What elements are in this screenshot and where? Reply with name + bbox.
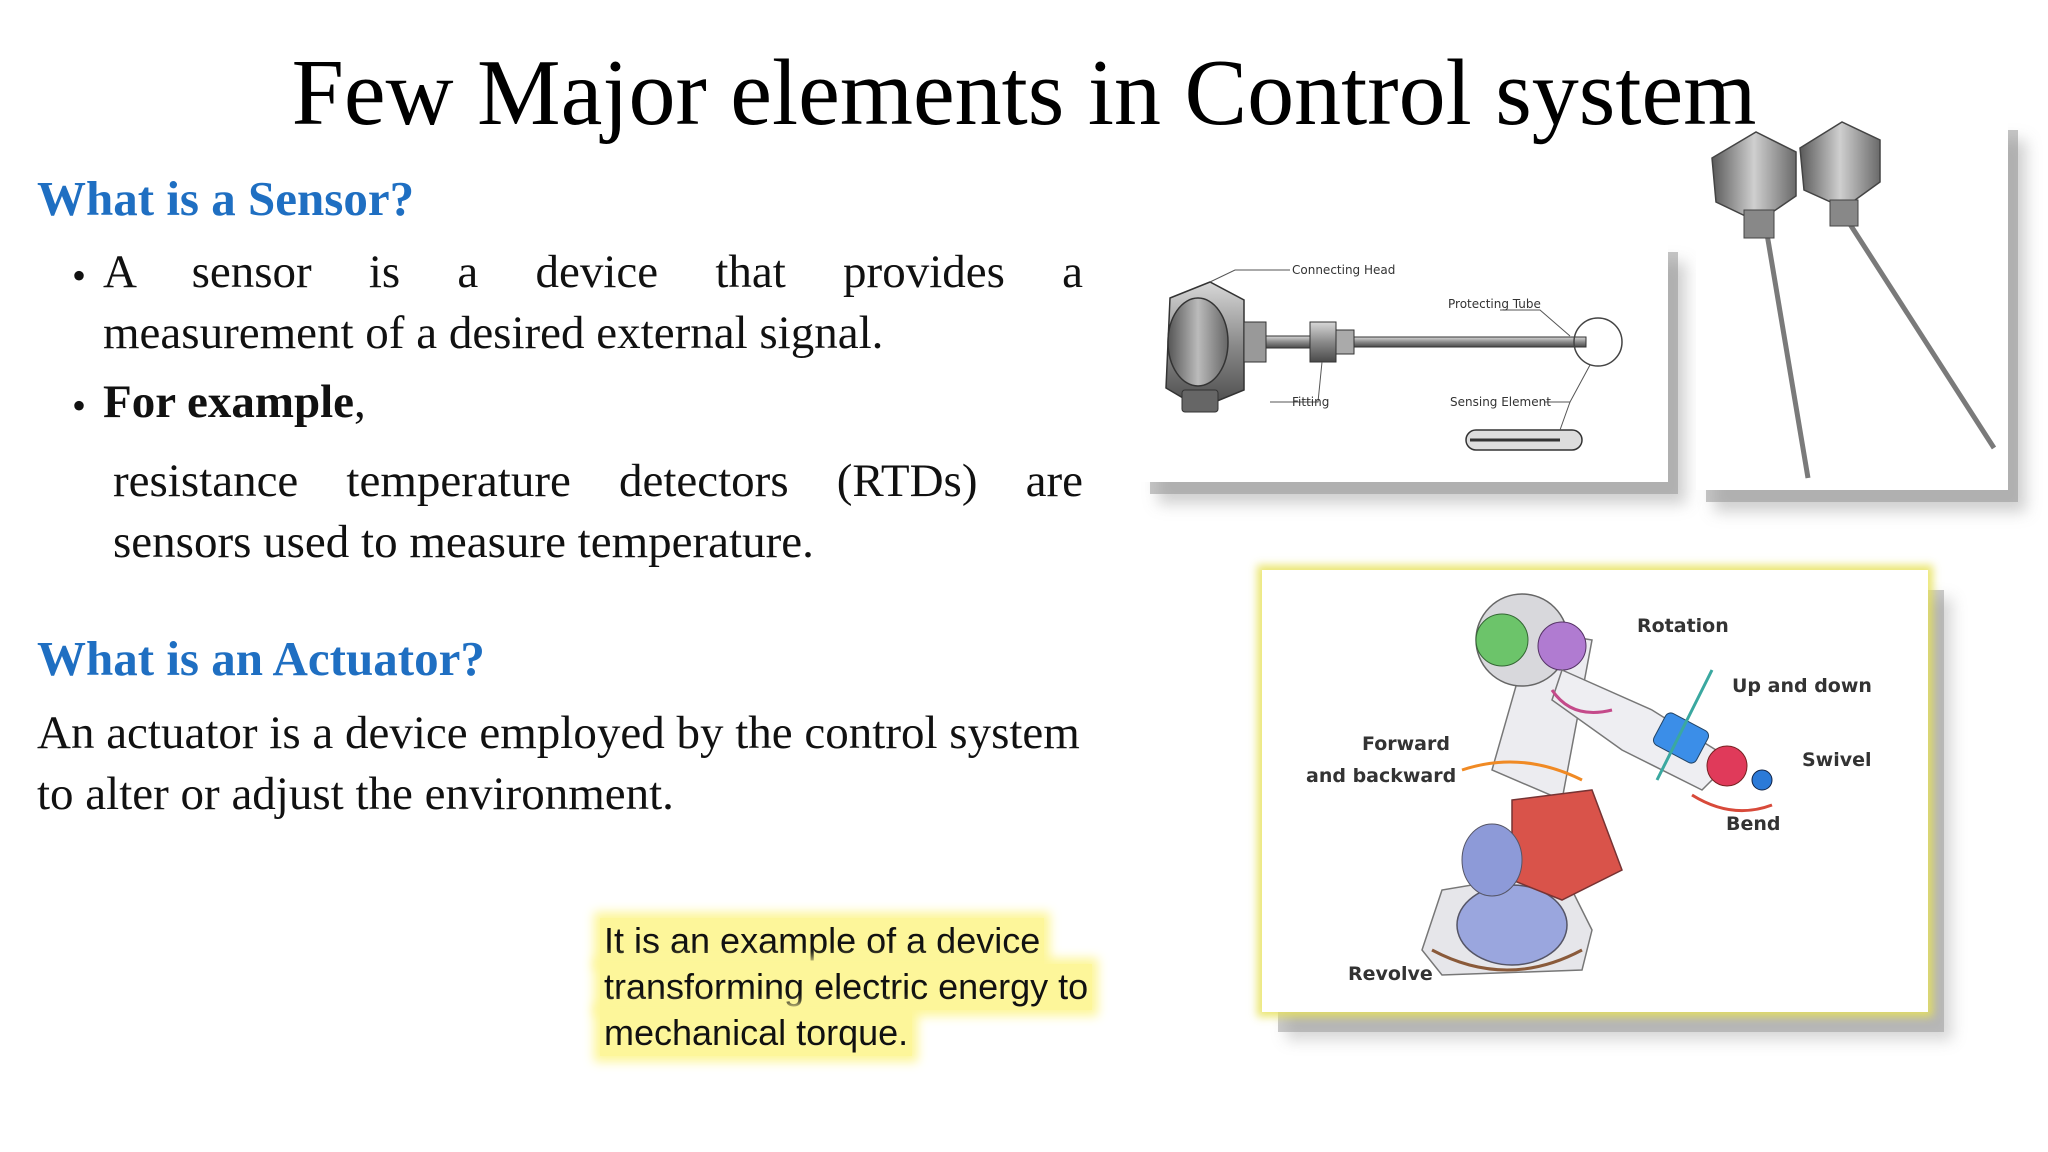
actuator-definition-line-2: to alter or adjust the environment.	[37, 768, 674, 820]
label-rotation: Rotation	[1637, 615, 1729, 637]
sensor-definition-line-1: A sensor is a device that provides a	[103, 246, 1083, 298]
label-bend: Bend	[1726, 813, 1781, 835]
label-protecting-tube: Protecting Tube	[1448, 297, 1541, 311]
example-bold: For example	[103, 376, 355, 428]
robot-arm-diagram: Rotation Up and down Forward and backwar…	[1262, 570, 1928, 1012]
callout-line-1: It is an example of a device	[600, 918, 1045, 964]
example-comma: ,	[354, 376, 366, 428]
sensor-heading: What is a Sensor?	[37, 171, 415, 226]
rtd-probe-photo	[1696, 118, 2008, 490]
example-label: For example,	[103, 372, 366, 433]
label-forward: Forward	[1362, 733, 1450, 755]
actuator-heading: What is an Actuator?	[37, 631, 485, 686]
bullet-dot: •	[72, 253, 87, 298]
label-revolve: Revolve	[1348, 963, 1433, 985]
actuator-definition-line-1: An actuator is a device employed by the …	[37, 707, 1080, 759]
label-and-backward: and backward	[1306, 765, 1456, 787]
robot-arm-svg: Rotation Up and down Forward and backwar…	[1306, 593, 1872, 985]
rtd-example-line-2: sensors used to measure temperature.	[113, 516, 814, 568]
callout-line-2: transforming electric energy to	[600, 964, 1093, 1010]
label-sensing-element: Sensing Element	[1450, 395, 1551, 409]
rtd-probe-svg	[1711, 121, 1997, 479]
actuator-callout: It is an example of a device transformin…	[600, 918, 1093, 1056]
rtd-example-line-1: resistance temperature detectors (RTDs) …	[113, 455, 1083, 507]
callout-line-3: mechanical torque.	[600, 1010, 913, 1056]
slide-title: Few Major elements in Control system	[291, 41, 1757, 145]
label-up-and-down: Up and down	[1732, 675, 1872, 697]
rtd-diagram-image: Connecting Head Protecting Tube Fitting …	[1140, 240, 1668, 482]
bullet-dot: •	[72, 383, 87, 428]
rtd-diagram-svg: Connecting Head Protecting Tube Fitting …	[1165, 263, 1623, 451]
sensor-definition-line-2: measurement of a desired external signal…	[103, 307, 884, 359]
label-swivel: Swivel	[1802, 749, 1872, 771]
label-connecting-head: Connecting Head	[1292, 263, 1395, 277]
label-fitting: Fitting	[1292, 395, 1329, 409]
